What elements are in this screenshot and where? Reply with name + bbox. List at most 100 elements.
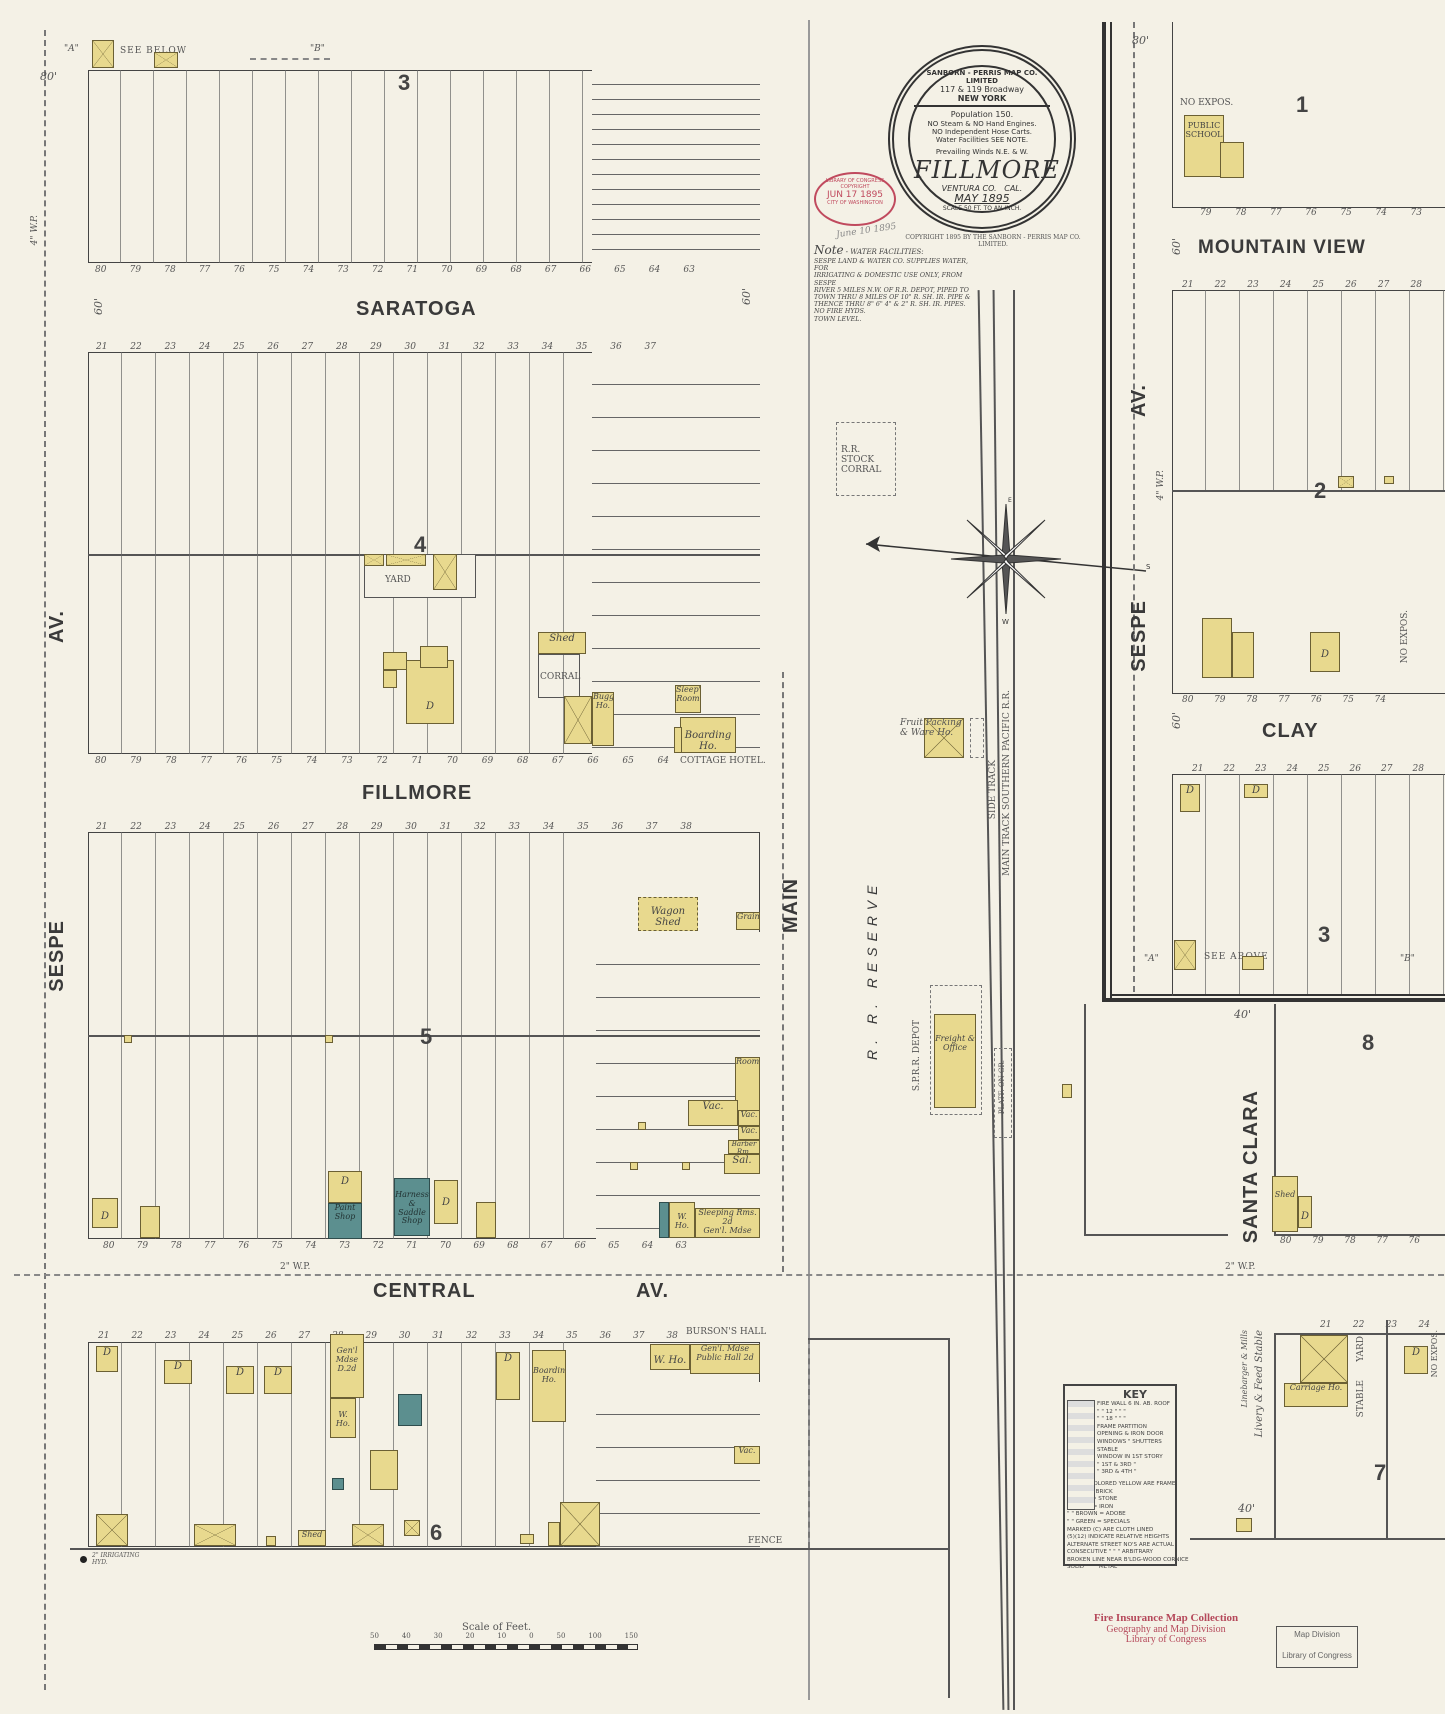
boarding-house-ell <box>674 727 682 753</box>
lot-lines <box>596 1382 760 1547</box>
stone-building <box>659 1202 669 1238</box>
dwelling-b2c: D <box>1310 632 1340 672</box>
block-8-left <box>1274 1004 1276 1234</box>
boarding-house: Boarding Ho. <box>680 717 736 753</box>
see-below-label: SEE BELOW <box>120 46 187 56</box>
water-pipe-4in-right: 4" W.P. <box>1156 470 1166 501</box>
genl-mdse-d2: Gen'l Mdse D.2d <box>330 1334 364 1398</box>
vacant: Vac. <box>734 1446 760 1464</box>
stable-b6 <box>404 1520 420 1536</box>
lot-line <box>1386 1320 1388 1538</box>
block-number-6: 6 <box>430 1520 443 1545</box>
building-yard-stable <box>386 554 426 566</box>
building-a-right <box>1174 940 1196 970</box>
lot-lines <box>1172 774 1445 994</box>
block-number-4: 4 <box>414 532 427 557</box>
barber-room: Barber Rm. <box>728 1140 760 1154</box>
corral-label: CORRAL <box>540 672 581 682</box>
building-25pct <box>1242 956 1264 970</box>
block-1 <box>1172 22 1445 208</box>
granary <box>1236 1518 1252 1532</box>
see-a-right: "A" <box>1144 954 1159 964</box>
dwelling-block4-ell <box>383 652 407 670</box>
small-bld <box>520 1534 534 1544</box>
svg-text:W: W <box>1002 618 1009 626</box>
population: Population 150. <box>950 110 1014 120</box>
cartouche-content: SANBORN - PERRIS MAP CO. LIMITED 117 & 1… <box>914 69 1060 213</box>
lower-center-boundary <box>948 1338 950 1698</box>
width-60: 60' <box>1170 712 1183 730</box>
stone-building-shop: Harness & Saddle Shop <box>394 1178 430 1236</box>
map-scale: SCALE 50 FT. TO AN INCH. <box>942 204 1022 212</box>
stable-b6 <box>194 1524 236 1546</box>
compass-rose-icon: E W S <box>865 497 1151 626</box>
stamp-line: COPYRIGHT <box>840 184 870 190</box>
shed-b6: Shed <box>298 1530 326 1546</box>
street-main: MAIN <box>780 878 802 934</box>
stamp-line: LIBRARY OF CONGRESS <box>825 178 885 184</box>
chinese-laundry <box>476 1202 496 1238</box>
map-division-stamp: Map Division Library of Congress <box>1276 1626 1358 1668</box>
main-st-right-edge <box>808 20 810 1700</box>
note-line: TOWN THRU 8 MILES OF 10" R. SH. IR. PIPE… <box>814 293 971 301</box>
note-line: NO FIRE HYDS. <box>814 308 866 316</box>
stamp-date: JUN 17 1895 <box>826 190 884 200</box>
saloon: Sal. <box>724 1154 760 1174</box>
dwelling-b7: D <box>1404 1346 1428 1374</box>
grain-shed: Grain <box>736 912 760 930</box>
inset-border-inner <box>1110 22 1112 1000</box>
street-central-av: AV. <box>636 1280 670 1302</box>
water-facilities-note: Note - WATER FACILITIES: SESPE LAND & WA… <box>814 243 974 323</box>
building-a-marker <box>92 40 114 68</box>
rail-main-track <box>1013 290 1015 1710</box>
water-facilities: Water Facilities SEE NOTE. <box>935 135 1029 144</box>
key-row: B'LDGS COLORED YELLOW ARE FRAME <box>1067 1480 1176 1487</box>
street-central: CENTRAL <box>373 1280 476 1302</box>
vacant-store-2: Vac. <box>738 1110 760 1126</box>
street-sespe-left: SESPE <box>46 920 68 992</box>
map-title: FILLMORE <box>914 155 1060 184</box>
inset-border-bottom-inner <box>1110 994 1445 996</box>
key-row: WINDOW IN 1ST STORY <box>1097 1454 1163 1461</box>
lot-lines <box>596 932 760 1239</box>
livery-label: Livery & Feed Stable <box>1254 1330 1265 1438</box>
midline <box>1172 490 1445 492</box>
side-track-label: SIDE TRACK <box>988 760 998 820</box>
sespe-av-left-edge <box>44 30 46 1690</box>
hydrant-icon <box>80 1556 87 1563</box>
dwelling: D <box>164 1360 192 1384</box>
small-bld <box>325 1035 333 1043</box>
sleeping-rooms-genl-mdse: Sleeping Rms. 2d Gen'l. Mdse <box>695 1208 760 1238</box>
svg-text:S: S <box>1146 563 1151 571</box>
note-subtitle: - WATER FACILITIES: <box>845 248 924 256</box>
room: Room <box>735 1057 760 1111</box>
corral <box>538 654 580 698</box>
livery-stable <box>1300 1335 1348 1383</box>
key-symbols <box>1067 1400 1095 1510</box>
key-row: STABLE <box>1097 1446 1118 1453</box>
key-row: (5)(12) INDICATE RELATIVE HEIGHTS <box>1067 1534 1170 1541</box>
stamp-line: CITY OF WASHINGTON <box>827 200 883 206</box>
key-title: KEY <box>1122 1388 1147 1401</box>
key-row: SOLID " " " METAL " <box>1067 1564 1122 1571</box>
see-b-right: "B" <box>1400 954 1415 964</box>
key-row: CONSECUTIVE " " " ARBITRARY <box>1067 1549 1153 1556</box>
width-40: 40' <box>1238 1502 1256 1515</box>
street-santa-clara: SANTA CLARA <box>1240 1090 1262 1244</box>
building-corral-stable <box>564 696 592 744</box>
label: R.R. STOCK CORRAL <box>841 445 882 475</box>
note-line: RIVER 5 MILES N.W. OF R.R. DEPOT, PIPED … <box>814 286 969 294</box>
water-pipe-2in-right: 2" W.P. <box>1225 1262 1256 1272</box>
stamp-line: Geography and Map Division <box>1106 1623 1226 1635</box>
small-bld <box>266 1536 276 1546</box>
dwelling-block4-wing <box>420 646 448 668</box>
dwelling: D <box>1180 784 1200 812</box>
note-title: Note <box>814 243 844 257</box>
small-bld <box>1062 1084 1072 1098</box>
note-heading: Note - WATER FACILITIES: <box>814 243 974 258</box>
width-60: 60' <box>740 288 753 306</box>
dwelling: D <box>92 1198 118 1228</box>
